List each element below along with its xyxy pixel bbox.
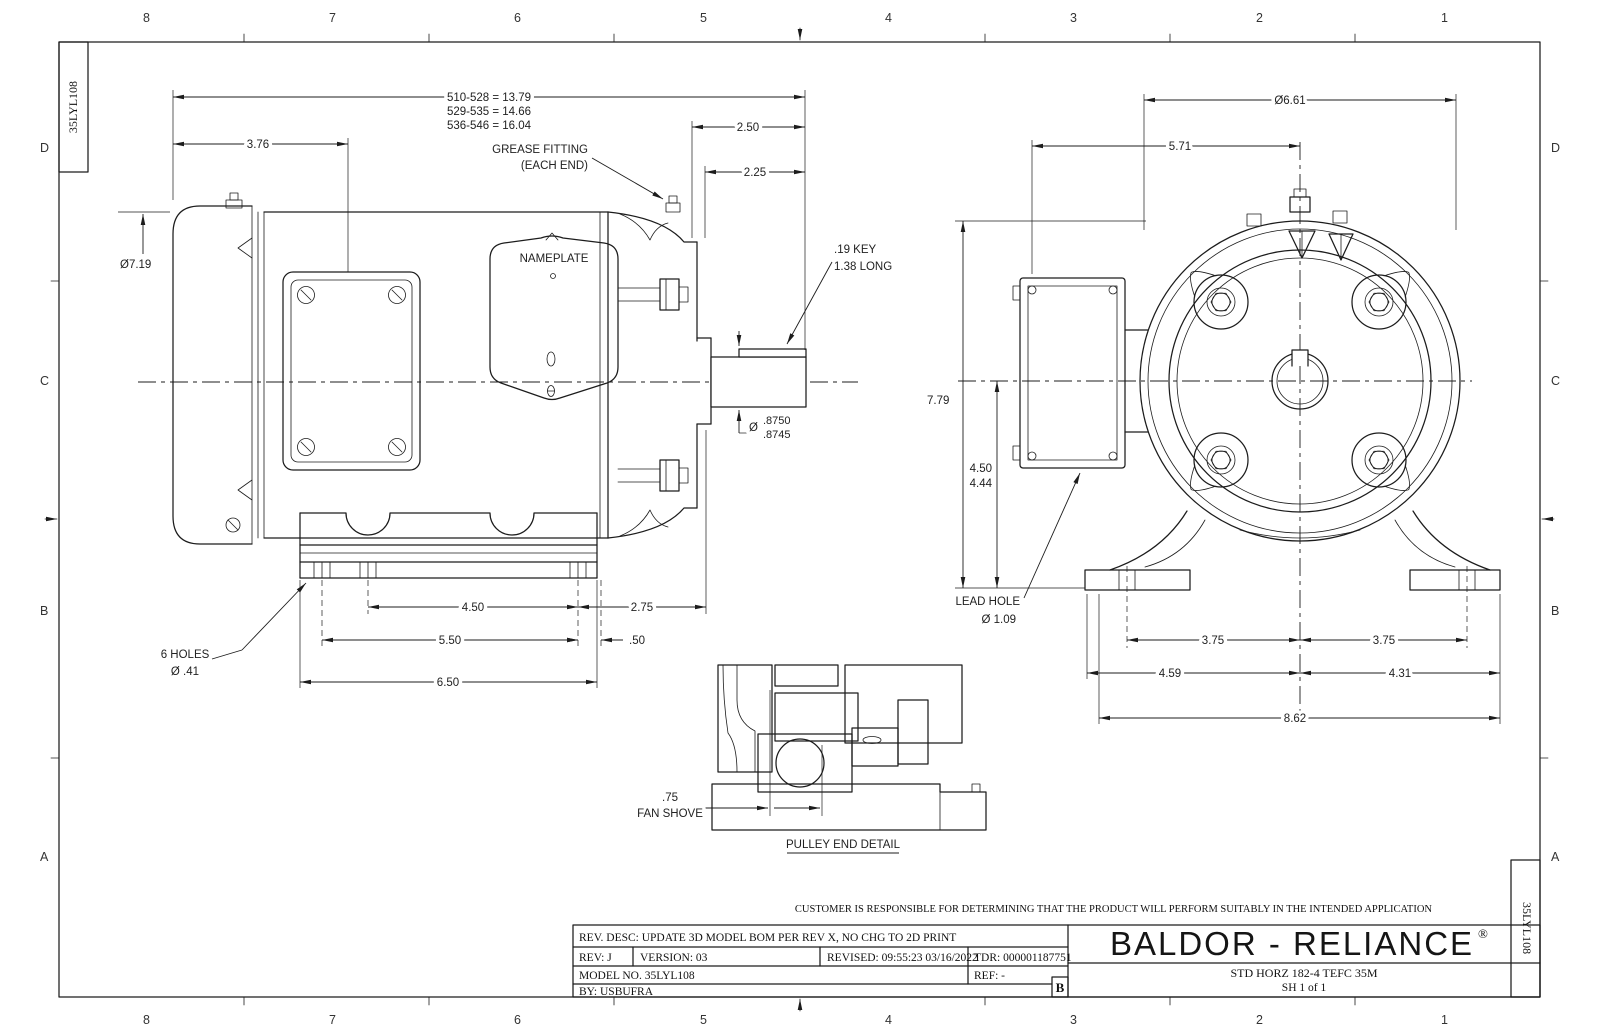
- zone-row-right-d: D: [1551, 141, 1560, 155]
- zone-col-bot-4: 4: [885, 1013, 892, 1027]
- dim-3-75-right: 3.75: [1373, 635, 1395, 647]
- model-no: MODEL NO. 35LYL108: [579, 970, 695, 982]
- dim-shaft-dia-symbol: Ø: [749, 422, 758, 434]
- ref: REF: -: [974, 970, 1005, 982]
- bolt-boss-top-right: [1351, 271, 1410, 330]
- product-description: STD HORZ 182-4 TEFC 35M: [1230, 966, 1377, 980]
- zone-col-top-8: 8: [143, 11, 150, 25]
- dim-3-76: 3.76: [247, 139, 269, 151]
- holes-note-2: Ø .41: [171, 666, 199, 678]
- zone-col-bot-6: 6: [514, 1013, 521, 1027]
- zone-col-top-3: 3: [1070, 11, 1077, 25]
- dim-7-79: 7.79: [927, 395, 949, 407]
- zone-col-top-1: 1: [1441, 11, 1448, 25]
- zone-row-left-c: C: [40, 374, 49, 388]
- bolt-boss-bottom-left: [1190, 432, 1249, 491]
- dim-fan-shove: .75: [662, 792, 678, 804]
- zone-col-bot-7: 7: [329, 1013, 336, 1027]
- dim-2-25: 2.25: [744, 167, 766, 179]
- grease-fitting-label-2: (EACH END): [521, 160, 588, 172]
- dim-shaft-dia-max: .8750: [763, 415, 791, 427]
- dim-8-62: 8.62: [1284, 713, 1306, 725]
- dim-2-75: 2.75: [631, 602, 653, 614]
- dim-5-71: 5.71: [1169, 141, 1191, 153]
- zone-col-bot-2: 2: [1256, 1013, 1263, 1027]
- dim-shaft-height-max: 4.50: [970, 463, 992, 475]
- dim-overall-length-3: 536-546 = 16.04: [447, 120, 532, 132]
- zone-col-top-2: 2: [1256, 11, 1263, 25]
- fan-shove-label: FAN SHOVE: [637, 808, 703, 820]
- dim-overall-length-2: 529-535 = 14.66: [447, 106, 531, 118]
- bolt-boss-top-left: [1190, 271, 1249, 330]
- customer-note: CUSTOMER IS RESPONSIBLE FOR DETERMINING …: [795, 904, 1433, 915]
- rev: REV: J: [579, 952, 612, 964]
- dim-shaft-height-min: 4.44: [970, 478, 993, 490]
- key-note-2: 1.38 LONG: [834, 261, 892, 273]
- key-note-1: .19 KEY: [834, 244, 877, 256]
- zone-col-top-6: 6: [514, 11, 521, 25]
- side-view-dimensions: 510-528 = 13.79 529-535 = 14.66 536-546 …: [117, 89, 896, 693]
- dim-3-75-left: 3.75: [1202, 635, 1224, 647]
- bolt-boss-bottom-right: [1351, 432, 1410, 491]
- dim-frame-dia: Ø7.19: [120, 259, 151, 271]
- mounting-feet: [1084, 510, 1501, 591]
- nameplate-label: NAMEPLATE: [520, 253, 589, 265]
- conduit-box-side: [282, 271, 421, 471]
- revised: REVISED: 09:55:23 03/16/2022: [827, 952, 978, 964]
- sheet-border: 8 7 6 5 4 3 2 1 8 7 6 5 4 3 2 1 D C B A …: [40, 11, 1560, 1027]
- brand-logo: BALDOR - RELIANCE: [1110, 925, 1474, 962]
- zone-row-left-a: A: [40, 850, 49, 864]
- zone-row-right-b: B: [1551, 604, 1559, 618]
- title-block: CUSTOMER IS RESPONSIBLE FOR DETERMINING …: [572, 904, 1541, 998]
- drawn-by: BY: USBUFRA: [579, 986, 654, 998]
- dim-4-59: 4.59: [1159, 668, 1181, 680]
- motor-side-view: [138, 192, 858, 579]
- holes-note-1: 6 HOLES: [161, 649, 210, 661]
- sheet-size: B: [1056, 980, 1065, 995]
- lead-hole-label-2: Ø 1.09: [981, 614, 1016, 626]
- zone-col-bot-1: 1: [1441, 1013, 1448, 1027]
- grease-fitting-label: GREASE FITTING: [492, 144, 588, 156]
- sheet-id-bottom-right: 35LYL108: [1520, 902, 1534, 954]
- zone-row-left-d: D: [40, 141, 49, 155]
- sheet-id-top-left: 35LYL108: [66, 81, 80, 133]
- rev-desc: REV. DESC: UPDATE 3D MODEL BOM PER REV X…: [579, 932, 956, 944]
- dim-shaft-dia-min: .8745: [763, 429, 791, 441]
- zone-col-top-4: 4: [885, 11, 892, 25]
- lead-hole-label-1: LEAD HOLE: [955, 596, 1020, 608]
- zone-col-top-7: 7: [329, 11, 336, 25]
- dim-overall-length-1: 510-528 = 13.79: [447, 92, 531, 104]
- zone-col-bot-3: 3: [1070, 1013, 1077, 1027]
- detail-title: PULLEY END DETAIL: [786, 839, 901, 851]
- dim-4-31: 4.31: [1389, 668, 1411, 680]
- zone-row-left-b: B: [40, 604, 48, 618]
- zone-row-right-a: A: [1551, 850, 1560, 864]
- dim-4-50: 4.50: [462, 602, 484, 614]
- zone-row-right-c: C: [1551, 374, 1560, 388]
- motor-front-view: [958, 142, 1501, 722]
- front-view-dimensions: Ø6.61 5.71 7.79 4.50 4.44 LEAD HOLE Ø 1.…: [924, 92, 1501, 729]
- zone-col-top-5: 5: [700, 11, 707, 25]
- zone-col-bot-8: 8: [143, 1013, 150, 1027]
- sheet-number: SH 1 of 1: [1282, 982, 1327, 994]
- dim-5-50: 5.50: [439, 635, 461, 647]
- registered-mark: ®: [1478, 926, 1488, 941]
- conduit-box-front: [1012, 277, 1149, 469]
- tdr: TDR: 000001187751: [974, 952, 1072, 964]
- dim-6-50: 6.50: [437, 677, 459, 689]
- pulley-end-detail: .75 FAN SHOVE PULLEY END DETAIL: [634, 664, 987, 855]
- version: VERSION: 03: [640, 952, 708, 964]
- zone-col-bot-5: 5: [700, 1013, 707, 1027]
- dim-2-50: 2.50: [737, 122, 759, 134]
- dim-cover-dia: Ø6.61: [1274, 95, 1305, 107]
- dim-0-50: .50: [629, 635, 645, 647]
- nameplate-outline: [489, 232, 619, 401]
